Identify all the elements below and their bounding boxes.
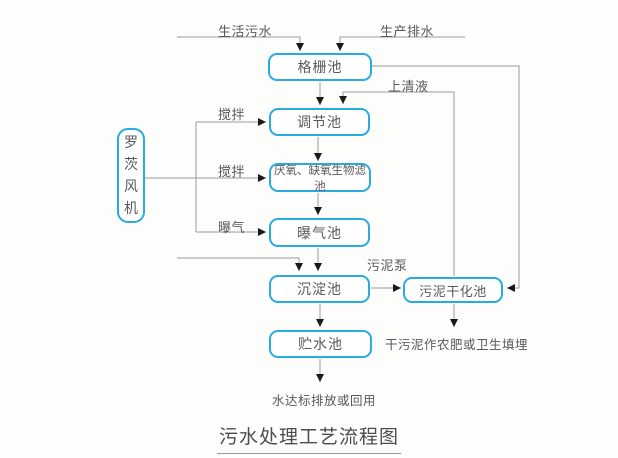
node-regulating-tank: 调节池 xyxy=(269,108,370,136)
node-biofilter-tank: 厌氧、缺氧生物滤池 xyxy=(269,162,371,193)
node-roots-blower: 罗茨风机 xyxy=(117,128,145,223)
node-regulating-tank-label: 调节池 xyxy=(297,115,342,131)
node-roots-blower-label: 罗茨风机 xyxy=(124,134,138,217)
label-domestic-sewage: 生活污水 xyxy=(218,25,273,40)
flow-side-to-sedimentation xyxy=(177,257,303,271)
node-aeration-tank-label: 曝气池 xyxy=(297,225,342,242)
node-sedimentation-tank-label: 沉淀池 xyxy=(297,282,342,298)
label-stir-2: 搅拌 xyxy=(218,165,246,180)
flow-supernatant-return xyxy=(339,91,455,276)
label-production-drainage: 生产排水 xyxy=(380,25,435,40)
node-sedimentation-tank: 沉淀池 xyxy=(269,275,370,303)
label-effluent-outlet: 水达标排放或回用 xyxy=(272,393,377,408)
flow-production-drainage-line xyxy=(336,36,465,51)
node-sludge-drying-tank: 污泥干化池 xyxy=(403,277,503,303)
node-biofilter-tank-label: 厌氧、缺氧生物滤池 xyxy=(274,162,366,193)
label-aeration: 曝气 xyxy=(218,221,246,236)
node-storage-tank: 贮水池 xyxy=(269,330,372,358)
label-dried-sludge-use: 干污泥作农肥或卫生填埋 xyxy=(385,337,529,352)
diagram-title: 污水处理工艺流程图 xyxy=(0,422,618,454)
label-sludge-pump: 污泥泵 xyxy=(367,259,408,274)
label-supernatant: 上清液 xyxy=(388,80,429,95)
node-aeration-tank: 曝气池 xyxy=(269,218,370,247)
diagram-title-text: 污水处理工艺流程图 xyxy=(216,422,401,454)
node-grid-tank: 格栅池 xyxy=(268,53,372,81)
node-storage-tank-label: 贮水池 xyxy=(298,337,343,353)
flow-domestic-sewage-line xyxy=(177,36,304,51)
node-sludge-drying-tank-label: 污泥干化池 xyxy=(419,284,487,300)
flow-grid-to-drying-loop xyxy=(372,65,520,292)
node-grid-tank-label: 格栅池 xyxy=(297,60,343,76)
label-stir-1: 搅拌 xyxy=(218,108,246,123)
